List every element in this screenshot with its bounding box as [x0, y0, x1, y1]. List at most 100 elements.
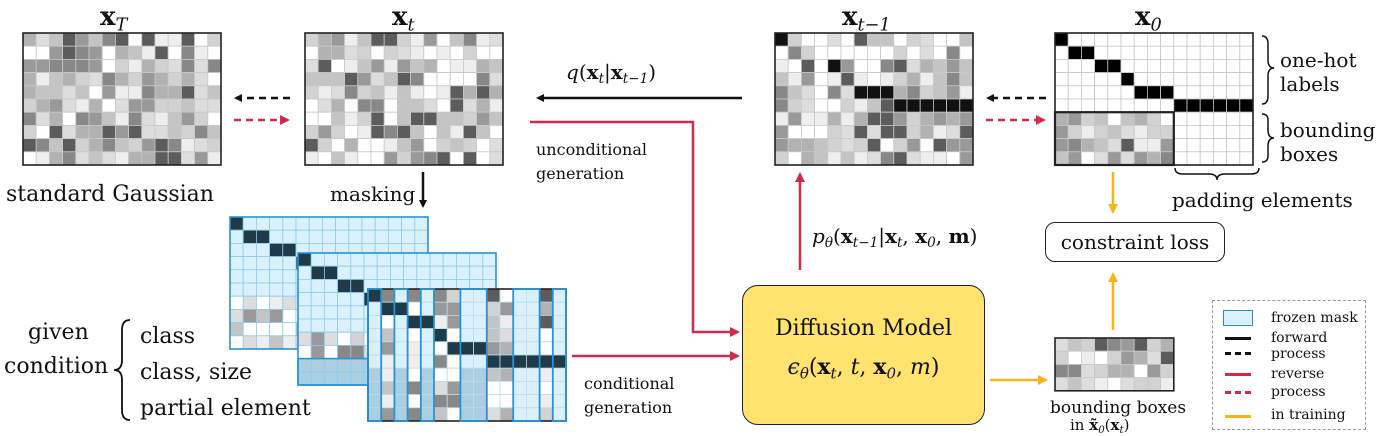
grid-cell — [242, 229, 257, 244]
grid-cell — [512, 314, 527, 329]
formula-token: θ — [824, 235, 833, 252]
grid-cell — [194, 59, 209, 74]
grid-cell — [774, 138, 789, 153]
grid-cell — [242, 269, 257, 284]
grid-cell — [323, 358, 338, 373]
grid-cell — [1054, 377, 1069, 392]
grid-cell — [22, 32, 37, 47]
grid-cell — [893, 85, 908, 100]
grid-cell — [255, 295, 270, 310]
grid-cell — [933, 98, 948, 113]
grid-cell — [1226, 151, 1241, 166]
grid-cell — [1094, 363, 1109, 378]
grid-cell — [476, 85, 491, 100]
grid-cell — [229, 335, 244, 350]
grid-cell — [933, 32, 948, 47]
formula-token: t — [598, 71, 605, 88]
grid-cell — [774, 98, 789, 113]
grid-cell — [946, 32, 961, 47]
grid-cell — [482, 252, 497, 267]
grid-cell — [310, 305, 325, 320]
grid-cell — [410, 125, 425, 140]
grid-cell — [1081, 32, 1096, 47]
grid-cell — [207, 85, 222, 100]
grid-cell — [367, 354, 382, 369]
grid-cell — [539, 354, 554, 369]
grid-cell — [893, 98, 908, 113]
grid-cell — [459, 367, 474, 382]
grid-cell — [207, 111, 222, 126]
grid-cell — [801, 45, 816, 60]
grid-cell — [1120, 138, 1135, 153]
grid-cell — [919, 32, 934, 47]
grid-cell — [410, 151, 425, 166]
grid-cell — [207, 125, 222, 140]
formula-token: x — [100, 2, 116, 32]
grid-cell — [893, 45, 908, 60]
grid-cell — [512, 407, 527, 422]
grid-cell — [297, 292, 312, 307]
grid-cell — [374, 216, 389, 231]
grid-cell — [407, 341, 422, 356]
grid-cell — [1094, 350, 1109, 365]
grid-cell — [49, 98, 64, 113]
formula-token: , — [859, 355, 874, 380]
grid-cell — [486, 288, 501, 303]
grid-cell — [476, 72, 491, 87]
grid-cell — [1067, 337, 1082, 352]
grid-cell — [1094, 151, 1109, 166]
grid-xt-minus-1-border — [774, 32, 974, 166]
grid-cell — [207, 45, 222, 60]
grid-cell — [1067, 138, 1082, 153]
grid-cell — [840, 138, 855, 153]
grid-cell — [370, 59, 385, 74]
grid-cell — [1147, 138, 1162, 153]
grid-cell — [370, 45, 385, 60]
grid-cell — [1067, 59, 1082, 74]
grid-cell — [499, 394, 514, 409]
grid-cell — [489, 32, 504, 47]
grid-cell — [101, 111, 116, 126]
grid-cell — [180, 98, 195, 113]
grid-cell — [552, 367, 567, 382]
formula-token: p — [812, 224, 825, 248]
grid-cell — [552, 314, 567, 329]
grid-cell — [814, 98, 829, 113]
grid-cell — [410, 45, 425, 60]
padding-elements-label: padding elements — [1172, 188, 1353, 212]
grid-cell — [22, 151, 37, 166]
grid-cell — [321, 229, 336, 244]
grid-cell — [128, 111, 143, 126]
grid-cell — [330, 32, 345, 47]
grid-cell — [357, 111, 372, 126]
grid-cell — [308, 229, 323, 244]
grid-cell — [933, 72, 948, 87]
grid-cell — [297, 344, 312, 359]
grid-cell — [1147, 377, 1162, 392]
grid-cell — [906, 151, 921, 166]
grid-cell — [255, 282, 270, 297]
grid-cell — [1120, 377, 1135, 392]
grid-cell — [1107, 98, 1122, 113]
grid-cell — [229, 242, 244, 257]
grid-cell — [476, 45, 491, 60]
grid-cell — [383, 125, 398, 140]
grid-cell — [801, 72, 816, 87]
grid-cell — [1054, 32, 1069, 47]
grid-cell — [35, 45, 50, 60]
grid-cell — [101, 85, 116, 100]
grid-xt — [304, 32, 504, 166]
grid-cell — [880, 138, 895, 153]
grid-bbox-output — [1054, 337, 1175, 392]
grid-cell — [304, 32, 319, 47]
brace-padding — [1174, 167, 1260, 181]
grid-cell — [436, 98, 451, 113]
grid-cell — [1081, 85, 1096, 100]
grid-cell — [959, 111, 974, 126]
grid-cell — [357, 98, 372, 113]
formula-token: 0 — [886, 364, 897, 383]
formula-token: ) — [930, 355, 940, 380]
label-xt-minus-1: xt−1 — [842, 4, 891, 35]
grid-cell — [919, 98, 934, 113]
diffusion-model-box: Diffusion Model ϵθ(xt, t, x0, m) — [742, 285, 985, 425]
